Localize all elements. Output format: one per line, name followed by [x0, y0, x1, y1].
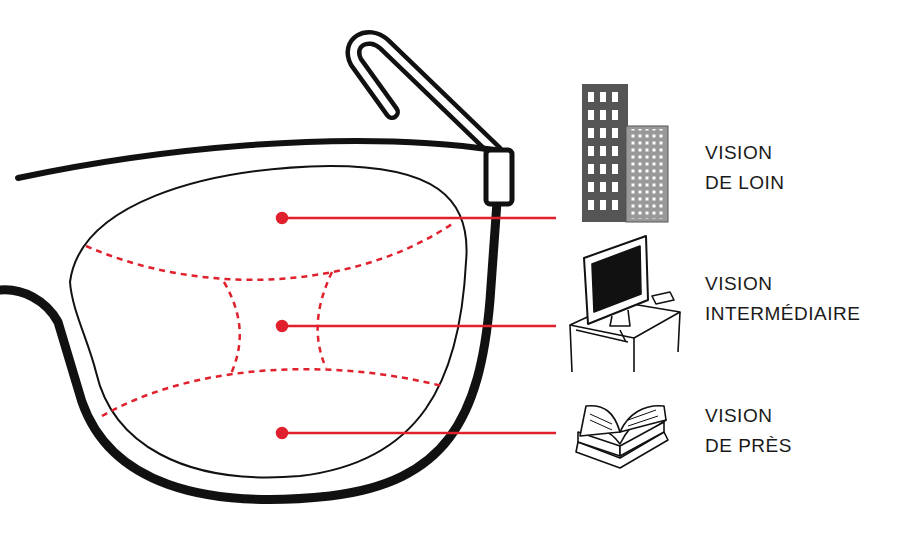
frame-rim [0, 160, 500, 499]
temple-arm-inner [353, 38, 496, 152]
vision-label: VISION INTERMÉDIAIRE [705, 269, 895, 329]
lens-outline [70, 166, 467, 477]
leader-lines [277, 213, 556, 438]
zone-borders [86, 224, 452, 416]
hinge [486, 150, 512, 204]
desk-monitor-icon [570, 236, 680, 372]
book-icon [576, 406, 668, 468]
vision-label: VISION DE LOIN [705, 138, 797, 198]
temple-arm [353, 38, 496, 152]
buildings-icon [582, 84, 668, 222]
vision-label: VISION DE PRÈS [705, 401, 797, 461]
frame-top [18, 141, 495, 178]
